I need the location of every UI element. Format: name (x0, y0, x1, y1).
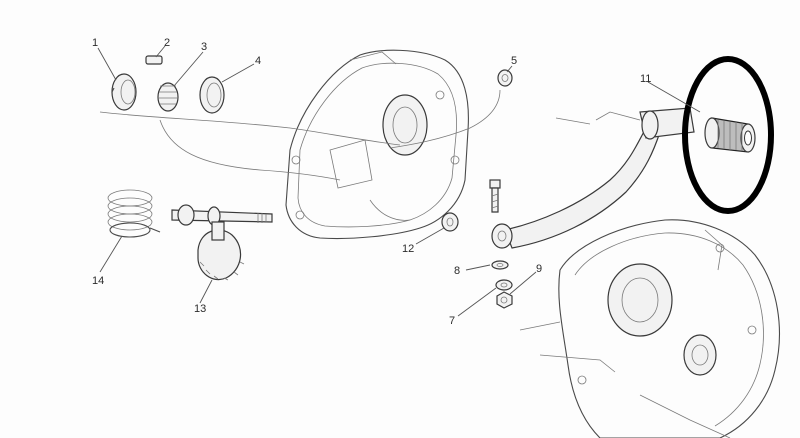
spring-part-14 (107, 189, 161, 238)
callout-labels: 1 2 3 4 5 7 8 9 11 12 13 14 (92, 37, 651, 327)
kick-shaft-part-13 (171, 204, 273, 281)
callout-9: 9 (536, 263, 542, 275)
pin-part-2 (145, 55, 163, 65)
crankcase-half (519, 219, 780, 438)
callout-12: 12 (402, 243, 414, 255)
callout-4: 4 (255, 55, 261, 67)
callout-11: 11 (640, 73, 651, 85)
highlight-circle (682, 56, 774, 214)
callout-14: 14 (92, 275, 104, 287)
washer-part-8 (491, 260, 509, 270)
callout-2: 2 (164, 37, 170, 49)
bearing-part-1 (111, 73, 137, 111)
assembly-guide-lines (99, 89, 641, 181)
callout-1: 1 (92, 37, 98, 49)
callout-8: 8 (454, 265, 460, 277)
nut-part-9 (496, 291, 513, 309)
bolt (489, 179, 501, 213)
nut-part-5 (497, 69, 513, 87)
lock-washer-part-7 (495, 279, 513, 291)
kickstart-lever (491, 107, 695, 249)
washer-part-12 (441, 212, 459, 232)
needle-bushing-part-11 (704, 117, 756, 153)
seal-ring-part-4 (199, 76, 225, 114)
callout-7: 7 (449, 315, 455, 327)
callout-3: 3 (201, 41, 207, 53)
callout-13: 13 (194, 303, 206, 315)
engine-side-cover (285, 49, 469, 240)
needle-cage-part-3 (157, 82, 179, 112)
callout-5: 5 (511, 55, 517, 67)
callout-leaders (97, 45, 701, 317)
